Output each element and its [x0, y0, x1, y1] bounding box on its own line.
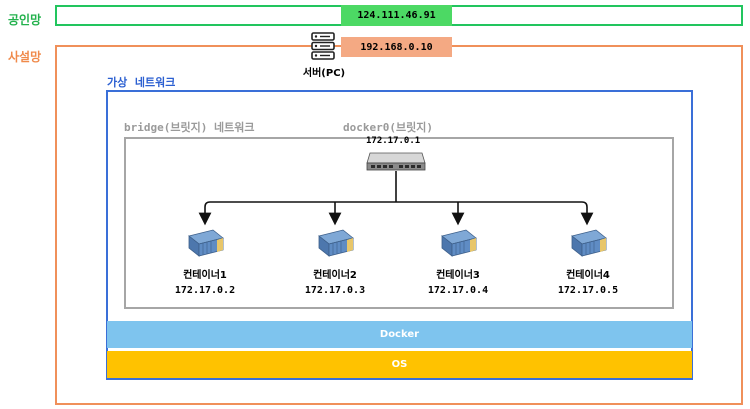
os-layer-bar: OS — [107, 351, 692, 378]
virtual-network-box — [106, 90, 693, 380]
container-icon — [318, 229, 354, 257]
virtual-network-label: 가상 네트워크 — [107, 76, 176, 89]
container-name: 컨테이너3 — [436, 270, 480, 281]
network-switch-icon — [366, 152, 426, 171]
container-card: 컨테이너3 172.17.0.4 — [408, 228, 508, 296]
container-icon — [441, 229, 477, 257]
container-ip: 172.17.0.3 — [304, 285, 366, 296]
container-card: 컨테이너1 172.17.0.2 — [155, 228, 255, 296]
container-icon — [571, 229, 607, 257]
bridge-network-label: bridge(브릿지) 네트워크 — [124, 121, 255, 134]
container-name: 컨테이너4 — [566, 270, 610, 281]
container-name: 컨테이너2 — [313, 270, 357, 281]
container-name: 컨테이너1 — [183, 270, 227, 281]
container-icon — [188, 229, 224, 257]
docker-layer-bar: Docker — [107, 321, 692, 348]
container-ip: 172.17.0.5 — [557, 285, 619, 296]
container-ip: 172.17.0.2 — [174, 285, 236, 296]
server-label: 서버(PC) — [302, 68, 346, 79]
public-network-label: 공인망 — [8, 13, 42, 27]
docker0-ip: 172.17.0.1 — [366, 136, 421, 146]
server-icon — [311, 32, 335, 60]
container-card: 컨테이너4 172.17.0.5 — [538, 228, 638, 296]
container-ip: 172.17.0.4 — [427, 285, 489, 296]
bridge-network-box — [124, 137, 674, 309]
private-ip-badge: 192.168.0.10 — [341, 37, 452, 57]
public-ip-badge: 124.111.46.91 — [341, 5, 452, 26]
private-network-label: 사설망 — [8, 50, 42, 64]
container-card: 컨테이너2 172.17.0.3 — [285, 228, 385, 296]
docker0-label: docker0(브릿지) — [343, 121, 433, 134]
